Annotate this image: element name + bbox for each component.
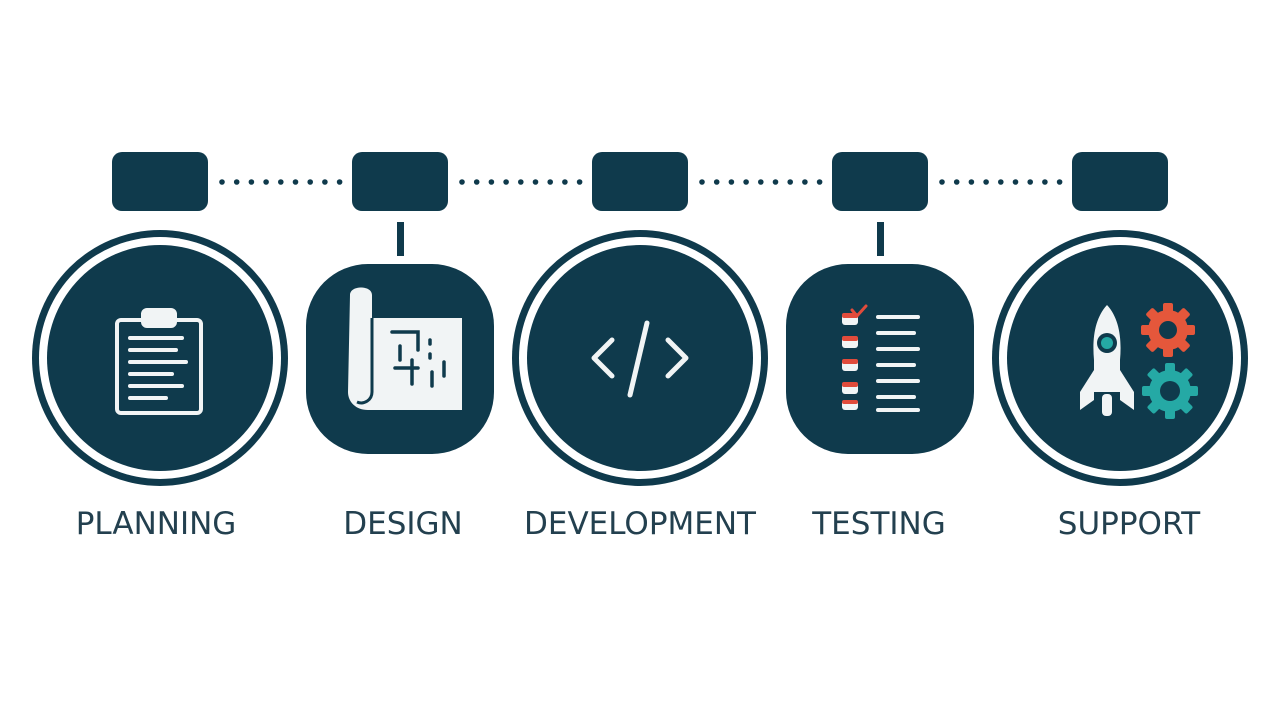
checklist-icon	[842, 304, 920, 412]
planning-badge	[47, 245, 273, 471]
stage-development	[512, 230, 768, 486]
teal-gear-icon	[1142, 363, 1198, 419]
connector-dot	[816, 179, 823, 185]
connector-dot	[473, 179, 480, 185]
connector-dot	[248, 179, 255, 185]
blueprint-icon	[348, 287, 462, 410]
tab-planning	[112, 152, 208, 211]
label-development: DEVELOPMENT	[524, 506, 756, 542]
top-tabs	[112, 152, 1168, 211]
clipboard-icon	[115, 308, 203, 415]
connector-dot	[728, 179, 735, 185]
label-support: SUPPORT	[1057, 506, 1201, 542]
connector-dot	[532, 179, 539, 185]
connector-dot	[953, 179, 960, 185]
orange-gear-icon	[1141, 303, 1195, 357]
label-testing: TESTING	[812, 506, 946, 542]
connector-dot	[998, 179, 1004, 185]
connector-dot	[1012, 179, 1019, 185]
tab-development	[592, 152, 688, 211]
stem-design	[397, 222, 404, 256]
stem-testing	[877, 222, 884, 256]
connector-dot	[278, 179, 284, 185]
stems	[397, 222, 884, 256]
connector-dot	[336, 179, 343, 185]
stage-testing	[786, 264, 974, 454]
connector-dot	[1027, 179, 1033, 185]
connector-dot	[263, 179, 269, 185]
connector-dot	[758, 179, 764, 185]
connector-dot	[459, 179, 465, 185]
connector-dot	[713, 179, 720, 185]
connector-dot	[939, 179, 945, 185]
connector-dot	[488, 179, 495, 185]
dotted-connector	[219, 179, 1063, 185]
label-planning: PLANNING	[75, 506, 237, 542]
testing-badge	[786, 264, 974, 454]
code-icon	[591, 320, 689, 398]
stage-planning	[32, 230, 288, 486]
connector-dot	[983, 179, 989, 185]
connector-dot	[802, 179, 808, 185]
rocket-icon	[1080, 305, 1134, 416]
connector-dot	[547, 179, 553, 185]
connector-dot	[743, 179, 749, 185]
connector-dot	[576, 179, 583, 185]
connector-dot	[772, 179, 779, 185]
connector-dot	[562, 179, 568, 185]
tab-support	[1072, 152, 1168, 211]
connector-dot	[1056, 179, 1063, 185]
connector-dot	[968, 179, 975, 185]
tab-design	[352, 152, 448, 211]
label-design: DESIGN	[343, 506, 463, 542]
connector-dot	[518, 179, 524, 185]
stage-design	[306, 264, 494, 454]
connector-dot	[322, 179, 328, 185]
connector-dot	[292, 179, 299, 185]
connector-dot	[787, 179, 793, 185]
tab-testing	[832, 152, 928, 211]
connector-dot	[219, 179, 225, 185]
connector-dot	[233, 179, 240, 185]
connector-dot	[699, 179, 705, 185]
rocket-gears-icon	[1080, 303, 1198, 419]
connector-dot	[503, 179, 509, 185]
stage-support	[992, 230, 1248, 486]
connector-dot	[307, 179, 314, 185]
connector-dot	[1042, 179, 1048, 185]
